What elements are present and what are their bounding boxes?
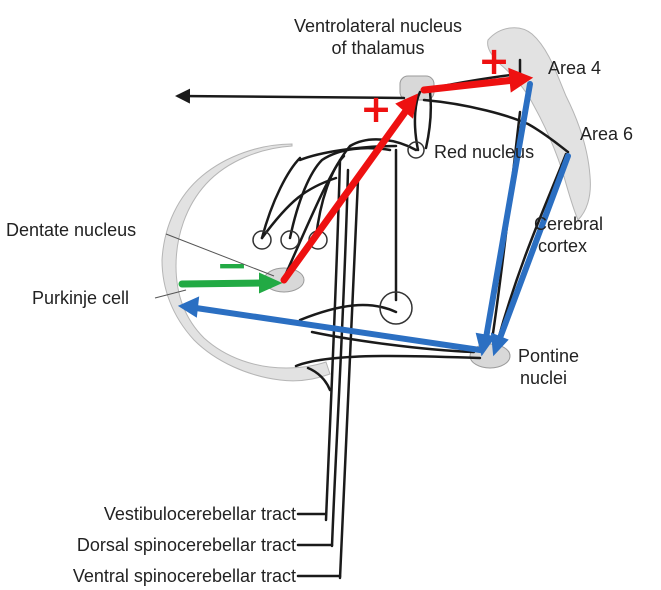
cortex-sign: +: [478, 39, 510, 83]
red-nucleus-label: Red nucleus: [434, 142, 534, 162]
corticopontine-arrow-area6: [490, 153, 571, 357]
dorsal-tract-label: Dorsal spinocerebellar tract: [77, 535, 296, 555]
thalamus-label-line1: Ventrolateral nucleus: [294, 16, 462, 36]
area4-label: Area 4: [548, 58, 601, 78]
cortex-label-line2: cortex: [538, 236, 587, 256]
ventral-tract-label: Ventral spinocerebellar tract: [73, 566, 296, 586]
inhibitory-arrow-purkinje-dentate: [178, 272, 283, 294]
pontine-label-line1: Pontine: [518, 346, 579, 366]
cerebellum-tissue: [161, 143, 331, 382]
dentate-label: Dentate nucleus: [6, 220, 136, 240]
pontocerebellar-arrow: [177, 296, 483, 353]
excitatory-arrow-dentate-thalamus: [280, 93, 419, 284]
label-leader-lines: [154, 233, 275, 299]
purkinje-label: Purkinje cell: [32, 288, 129, 308]
cortex-label-line1: Cerebral: [534, 214, 603, 234]
purkinje-sign: −: [216, 243, 248, 287]
pontine-label-line2: nuclei: [520, 368, 567, 388]
area6-label: Area 6: [580, 124, 633, 144]
vestibulo-tract-label: Vestibulocerebellar tract: [104, 504, 296, 524]
thalamus-sign: +: [360, 87, 392, 131]
corticopontine-arrow-area4: [475, 81, 533, 357]
thalamus-label-line2: of thalamus: [331, 38, 424, 58]
excitatory-arrow-thalamus-area4: [420, 67, 534, 94]
